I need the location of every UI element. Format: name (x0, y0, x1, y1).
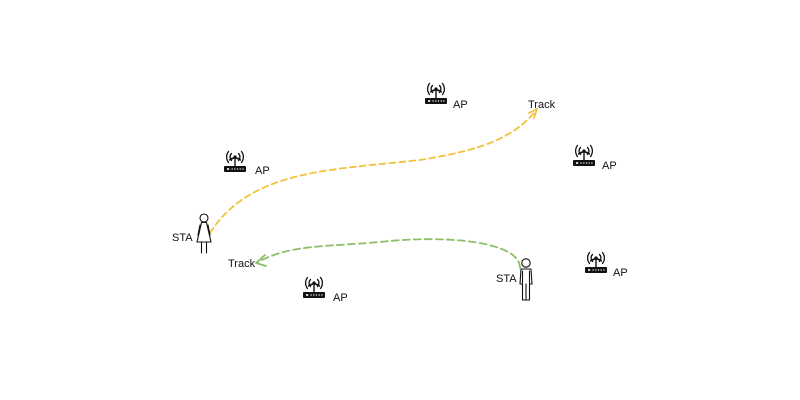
router-icon (302, 276, 326, 299)
ap-label: AP (333, 292, 348, 304)
ap-label: AP (613, 267, 628, 279)
female-person-icon (196, 213, 212, 254)
router-icon (424, 82, 448, 105)
track-yellow-path (209, 108, 538, 234)
track-label-yellow: Track (528, 99, 556, 111)
access-point: AP (424, 82, 468, 111)
sta-label: STA (496, 273, 517, 285)
access-point: AP (223, 150, 270, 177)
access-point: AP (302, 276, 348, 304)
station-right: STA (496, 258, 533, 301)
ap-label: AP (255, 165, 270, 177)
router-icon (572, 144, 596, 167)
track-green-path (255, 238, 521, 269)
ap-label: AP (453, 99, 468, 111)
access-point: AP (584, 251, 628, 279)
router-icon (584, 251, 608, 274)
access-point: AP (572, 144, 617, 172)
male-person-icon (519, 258, 533, 301)
sta-label: STA (172, 232, 193, 244)
router-icon (223, 150, 247, 173)
station-left: STA (172, 213, 212, 254)
track-label-green: Track (228, 258, 256, 270)
ap-label: AP (602, 160, 617, 172)
